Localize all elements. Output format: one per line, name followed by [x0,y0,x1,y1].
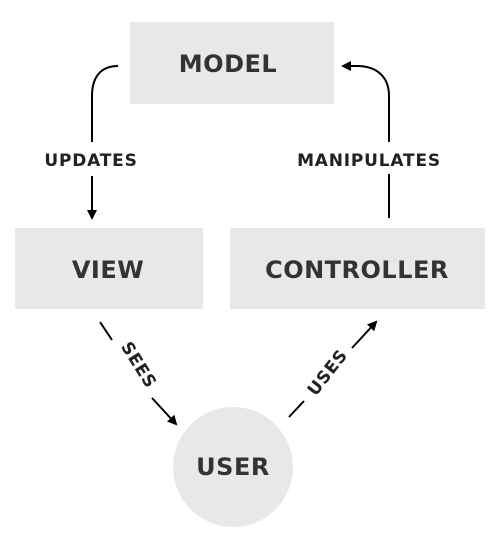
uses-edge: USES [288,320,378,418]
view-box [15,228,203,309]
controller-box [230,228,485,309]
user-label: USER [196,453,270,481]
user-circle [173,407,293,527]
updates-edge-line-top [91,65,119,142]
sees-edge: SEES [99,321,178,426]
manipulates-edge: MANIPULATES [297,61,441,218]
controller-label: CONTROLLER [265,256,449,284]
view-node: VIEW [15,228,203,309]
updates-edge: UPDATES [44,65,137,220]
model-label: MODEL [179,50,277,78]
uses-label: USES [304,346,352,400]
view-label: VIEW [72,256,144,284]
manipulates-label: MANIPULATES [297,151,441,171]
controller-node: CONTROLLER [230,228,485,309]
updates-label: UPDATES [44,151,137,171]
uses-edge-line-start [288,400,305,418]
user-node: USER [173,407,293,527]
manipulates-edge-line-top [341,61,390,142]
sees-edge-line-start [99,321,113,341]
uses-edge-line-end [351,320,378,349]
model-box [130,22,334,104]
model-node: MODEL [130,22,334,104]
sees-edge-line-end [151,397,178,426]
sees-label: SEES [116,338,160,392]
